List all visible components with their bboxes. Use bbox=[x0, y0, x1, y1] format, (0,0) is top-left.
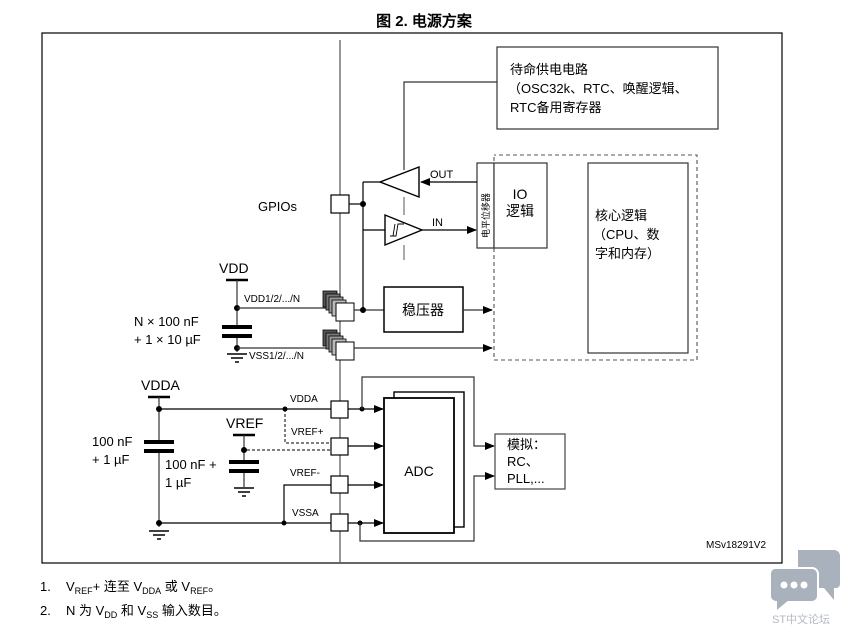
vss-pins-label: VSS1/2/.../N bbox=[249, 351, 304, 362]
output-buffer bbox=[378, 165, 420, 199]
footnote-1: 1.VREF+ 连至 VDDA 或 VREF。 bbox=[40, 579, 222, 596]
svg-text:RC、: RC、 bbox=[507, 454, 539, 469]
svg-text:（CPU、数: （CPU、数 bbox=[593, 227, 659, 242]
svg-text:电平位移器: 电平位移器 bbox=[480, 193, 491, 238]
vdd-pins-label: VDD1/2/.../N bbox=[244, 294, 300, 305]
gpios-label: GPIOs bbox=[258, 199, 298, 214]
vref-caps-label-2: 1 µF bbox=[165, 475, 191, 490]
svg-text:待命供电电路: 待命供电电路 bbox=[510, 62, 588, 77]
pin-vref-plus-label: VREF+ bbox=[291, 427, 324, 438]
pad-vssa bbox=[330, 513, 349, 532]
vdda-caps-label-2: + 1 µF bbox=[92, 452, 130, 467]
vref-ground-icon bbox=[234, 487, 254, 497]
vdd-caps-label-1: N × 100 nF bbox=[134, 314, 199, 329]
svg-text:模拟：: 模拟： bbox=[507, 437, 546, 452]
vdd-caps-label-2: + 1 × 10 µF bbox=[134, 332, 201, 347]
vref-supply-label: VREF bbox=[226, 415, 263, 431]
vdd-label: VDD bbox=[219, 260, 249, 276]
vdda-caps-label-1: 100 nF bbox=[92, 434, 133, 449]
figure-frame bbox=[41, 32, 783, 564]
figure-ref-id: MSv18291V2 bbox=[706, 540, 766, 551]
vdda-decoupling-capacitor bbox=[144, 440, 174, 453]
core-domain-boundary bbox=[493, 154, 698, 361]
in-label: IN bbox=[432, 217, 443, 229]
chat-bubble-icon bbox=[770, 550, 840, 615]
vref-decoupling-capacitor bbox=[229, 460, 259, 473]
vref-caps-label-1: 100 nF + bbox=[165, 457, 217, 472]
vdda-ground-icon bbox=[149, 530, 169, 540]
io-logic-block: IO 逻辑 bbox=[493, 162, 548, 249]
level-shifter-block: 电平位移器 bbox=[476, 162, 495, 249]
vdd-ground-icon bbox=[227, 353, 247, 363]
vdd-pad-stack bbox=[322, 290, 355, 322]
pin-vdda-label: VDDA bbox=[290, 394, 318, 405]
svg-text:IO: IO bbox=[513, 186, 528, 202]
standby-circuit-block: 待命供电电路 （OSC32k、RTC、唤醒逻辑、 RTC备用寄存器 bbox=[496, 46, 719, 130]
svg-text:逻辑: 逻辑 bbox=[506, 203, 534, 219]
core-logic-block: 核心逻辑 （CPU、数 字和内存） bbox=[587, 162, 689, 354]
voltage-regulator-block: 稳压器 bbox=[383, 286, 464, 333]
vss-pad-stack bbox=[322, 329, 355, 361]
watermark-text: ST中文论坛 bbox=[772, 614, 831, 626]
svg-text:核心逻辑: 核心逻辑 bbox=[595, 208, 647, 223]
footnote-2: 2.N 为 VDD 和 VSS 输入数目。 bbox=[40, 603, 227, 620]
figure-title: 图 2. 电源方案 bbox=[376, 12, 473, 30]
svg-text:RTC备用寄存器: RTC备用寄存器 bbox=[510, 100, 601, 115]
pad-vref-minus bbox=[330, 475, 349, 494]
svg-text:（OSC32k、RTC、唤醒逻辑、: （OSC32k、RTC、唤醒逻辑、 bbox=[508, 81, 688, 96]
svg-text:ADC: ADC bbox=[404, 463, 434, 479]
svg-text:PLL,...: PLL,... bbox=[507, 471, 545, 486]
svg-text:稳压器: 稳压器 bbox=[402, 302, 444, 318]
vdd-decoupling-capacitor bbox=[222, 325, 252, 338]
pad-vref-plus bbox=[330, 437, 349, 456]
pad-vdda bbox=[330, 400, 349, 419]
adc-block: ADC bbox=[383, 391, 465, 534]
gpio-pad bbox=[330, 194, 350, 214]
standby-feed-wire bbox=[403, 81, 497, 170]
svg-text:字和内存）: 字和内存） bbox=[595, 246, 660, 261]
pin-vref-minus-label: VREF- bbox=[290, 468, 320, 479]
pin-vssa-label: VSSA bbox=[292, 508, 319, 519]
out-label: OUT bbox=[430, 169, 454, 181]
analog-block: 模拟： RC、 PLL,... bbox=[494, 433, 566, 490]
input-schmitt-buffer bbox=[384, 213, 424, 247]
vdda-supply-label: VDDA bbox=[141, 377, 181, 393]
